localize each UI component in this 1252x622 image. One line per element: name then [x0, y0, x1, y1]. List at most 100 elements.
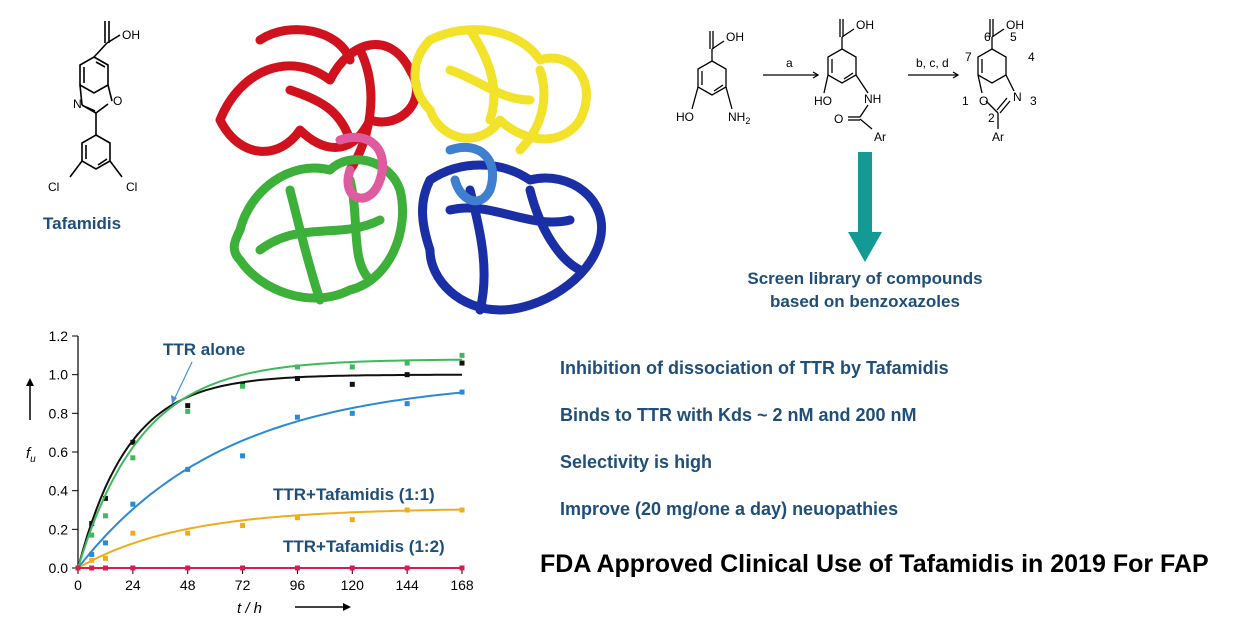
data-point-series-1 — [240, 383, 246, 389]
down-arrow-icon — [848, 152, 882, 262]
fit-curve-series-1 — [77, 358, 462, 569]
x-tick-label: 144 — [395, 577, 419, 593]
data-point-series-1 — [185, 408, 191, 414]
data-point-series-4 — [349, 565, 355, 571]
data-point-series-2 — [404, 401, 410, 407]
screen-library-caption: Screen library of compounds based on ben… — [700, 267, 1030, 313]
data-point-series-0 — [89, 521, 95, 527]
y-tick-label: 0.6 — [49, 444, 69, 460]
data-point-series-1 — [89, 532, 95, 538]
data-point-series-4 — [89, 565, 95, 571]
x-tick-label: 72 — [235, 577, 251, 593]
prod-n-label: N — [1013, 90, 1022, 104]
data-point-series-3 — [89, 557, 95, 563]
cl-right-label: Cl — [126, 180, 137, 194]
data-point-series-3 — [102, 555, 108, 561]
data-point-series-3 — [349, 517, 355, 523]
protein-ribbon-strand — [418, 160, 606, 315]
bullet-1: Inhibition of dissociation of TTR by Taf… — [560, 358, 949, 378]
fit-curve-series-0 — [77, 373, 462, 569]
data-point-series-1 — [102, 513, 108, 519]
protein-ribbon-strand — [229, 155, 408, 303]
x-tick-label: 0 — [74, 577, 82, 593]
data-point-series-4 — [459, 565, 465, 571]
tafamidis-label: Tafamidis — [43, 214, 122, 233]
data-point-series-2 — [185, 466, 191, 472]
step-bcd-label: b, c, d — [916, 56, 949, 70]
annotation-ttr-tafamidis-1-2: TTR+Tafamidis (1:2) — [283, 537, 445, 556]
annotation-pointer-head — [171, 395, 177, 404]
data-point-series-0 — [130, 439, 136, 445]
data-point-series-3 — [130, 530, 136, 536]
data-point-series-0 — [459, 360, 465, 366]
x-axis-label: t / h — [237, 600, 262, 617]
synthesis-scheme: OH HO NH2 a OH HO NH O Ar b, c, d OH O N… — [676, 18, 1037, 144]
prod-pos4-label: 4 — [1028, 50, 1035, 64]
y-tick-label: 0.4 — [49, 483, 69, 499]
mid-ho-label: HO — [814, 94, 832, 108]
data-point-series-3 — [240, 522, 246, 528]
x-axis-arrow-head — [343, 603, 351, 611]
data-point-series-4 — [404, 565, 410, 571]
data-point-series-2 — [294, 414, 300, 420]
cl-left-label: Cl — [48, 180, 59, 194]
data-point-series-4 — [102, 565, 108, 571]
data-point-series-4 — [240, 565, 246, 571]
data-point-series-0 — [404, 372, 410, 378]
data-point-series-3 — [185, 530, 191, 536]
annotation-ttr-tafamidis-1-1: TTR+Tafamidis (1:1) — [273, 485, 435, 504]
screen-line-1: Screen library of compounds — [747, 269, 983, 288]
x-tick-label: 24 — [125, 577, 141, 593]
prod-pos3-label: 3 — [1030, 94, 1037, 108]
data-point-series-0 — [294, 376, 300, 382]
o-label: O — [113, 94, 122, 108]
prod-pos1-label: 1 — [962, 94, 969, 108]
protein-ribbon-strand — [335, 132, 388, 203]
annotation-pointer — [171, 361, 193, 405]
fit-curve-series-2 — [77, 391, 463, 569]
data-point-series-1 — [459, 352, 465, 358]
fit-curve-series-3 — [77, 508, 462, 569]
y-tick-label: 0.0 — [49, 560, 69, 576]
mid-nh-label: NH — [864, 92, 881, 106]
data-point-series-4 — [130, 565, 136, 571]
prod-o-label: O — [979, 94, 988, 108]
y-axis-arrow-head — [26, 378, 34, 386]
screen-line-2: based on benzoxazoles — [770, 292, 960, 311]
data-point-series-3 — [404, 507, 410, 513]
protein-ribbon-strand — [445, 142, 498, 206]
mid-oh-label: OH — [856, 18, 874, 32]
data-point-series-2 — [130, 501, 136, 507]
x-tick-label: 168 — [450, 577, 474, 593]
y-tick-label: 0.8 — [49, 405, 69, 421]
data-point-series-0 — [102, 495, 108, 501]
n-label: N — [73, 97, 82, 111]
protein-ribbon-strand — [410, 25, 591, 144]
protein-ribbon-strand — [215, 40, 421, 156]
mid-o-label: O — [834, 112, 843, 126]
sm-ho-label: HO — [676, 110, 694, 124]
data-point-series-0 — [349, 381, 355, 387]
data-point-series-0 — [185, 403, 191, 409]
data-point-series-3 — [294, 515, 300, 521]
bullet-3: Selectivity is high — [560, 452, 713, 472]
ttr-protein-structure-image — [215, 25, 606, 315]
data-point-series-1 — [130, 455, 136, 461]
prod-pos7-label: 7 — [965, 50, 972, 64]
x-tick-label: 48 — [180, 577, 196, 593]
step-a-label: a — [786, 56, 793, 70]
data-point-series-4 — [294, 565, 300, 571]
x-tick-label: 96 — [290, 577, 306, 593]
y-tick-label: 1.0 — [49, 367, 69, 383]
prod-ar-label: Ar — [992, 130, 1004, 144]
data-point-series-1 — [294, 364, 300, 370]
tafamidis-structure: OH O N Cl Cl — [48, 21, 140, 194]
y-tick-label: 1.2 — [49, 328, 69, 344]
data-point-series-2 — [459, 389, 465, 395]
data-point-series-3 — [459, 507, 465, 513]
prod-pos2-label: 2 — [988, 111, 995, 125]
sm-nh2-label: NH2 — [728, 110, 750, 126]
y-tick-label: 0.2 — [49, 521, 69, 537]
x-tick-label: 120 — [341, 577, 365, 593]
data-point-series-1 — [404, 360, 410, 366]
